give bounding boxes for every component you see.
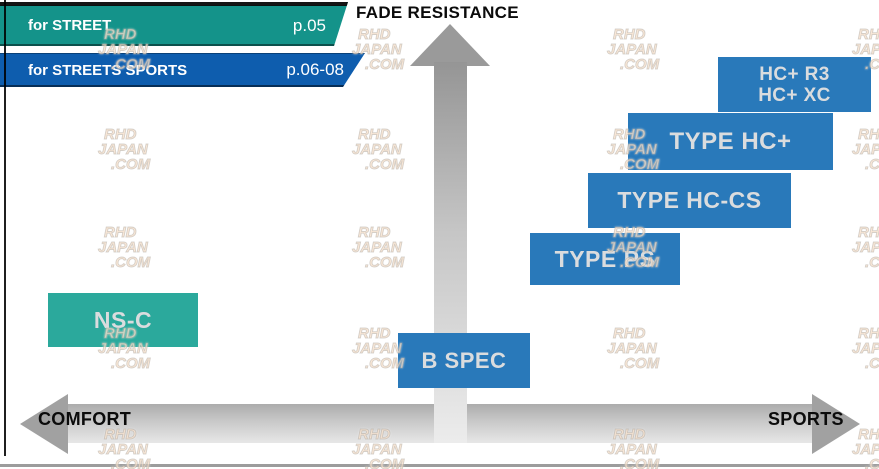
street-sports-banner-label: for STREETS SPORTS [28,61,188,79]
product-label: HC+ R3 [759,63,830,85]
comfort-label: COMFORT [38,409,132,429]
product-box-ns-c: NS-C [48,293,198,347]
street-sports-banner: for STREETS SPORTS p.06-08 [0,53,365,87]
street-banner-page: p.05 [292,15,326,35]
product-label: TYPE HC-CS [617,187,762,213]
product-label: TYPE PS [554,245,656,272]
sports-label: SPORTS [768,409,844,429]
product-label: B SPEC [421,347,507,373]
left-border-line [4,0,6,456]
street-sports-banner-page: p.06-08 [286,60,344,79]
product-label: NS-C [93,306,153,333]
product-box-b-spec: B SPEC [398,333,530,388]
product-box-type-hc-cs: TYPE HC-CS [588,173,791,228]
street-banner: for STREET p.05 [0,2,348,46]
product-box-type-hc-plus: TYPE HC+ [628,113,833,170]
product-box-type-ps: TYPE PS [530,233,680,285]
product-box-hc-plus-r3-xc: HC+ R3 HC+ XC [718,57,871,112]
product-label: TYPE HC+ [669,127,792,155]
fade-resistance-label: FADE RESISTANCE [356,3,519,22]
top-border-line [0,2,346,5]
street-banner-label: for STREET [28,17,112,34]
product-label: HC+ XC [758,84,831,106]
bottom-border-line [0,464,879,467]
up-arrow-icon [410,24,490,66]
